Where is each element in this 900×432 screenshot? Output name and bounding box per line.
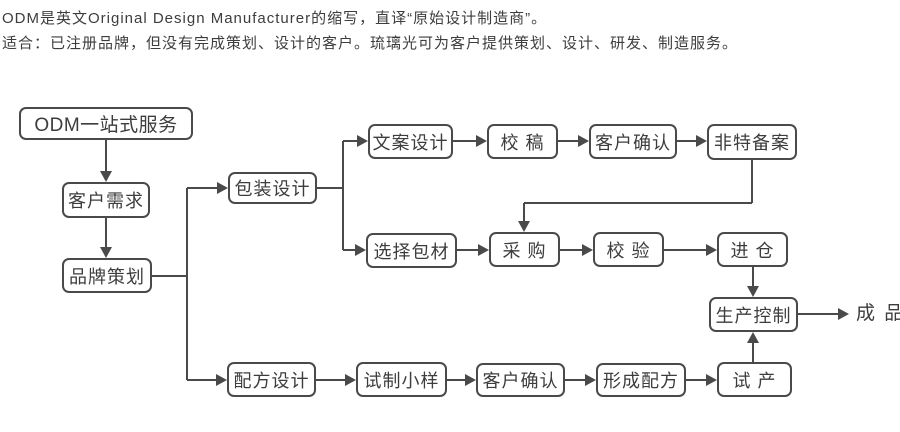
- connector-line: [751, 160, 753, 203]
- connector-line: [752, 267, 754, 286]
- connector-line: [316, 379, 345, 381]
- arrowhead-down-icon: [100, 247, 112, 258]
- connector-line: [317, 187, 343, 189]
- connector-line: [343, 140, 357, 142]
- connector-line: [342, 188, 344, 250]
- arrowhead-right-icon: [696, 135, 707, 147]
- flow-node-warehousing: 进 仓: [717, 232, 788, 267]
- flow-node-formula-design: 配方设计: [227, 362, 316, 397]
- connector-line: [187, 379, 216, 381]
- arrowhead-right-icon: [345, 374, 356, 386]
- connector-line: [565, 379, 585, 381]
- flow-node-client-confirm-top: 客户确认: [589, 124, 677, 159]
- arrowhead-down-icon: [100, 171, 112, 182]
- connector-line: [152, 275, 187, 277]
- connector-line: [105, 140, 107, 171]
- connector-line: [558, 140, 578, 142]
- arrowhead-right-icon: [706, 374, 717, 386]
- arrowhead-right-icon: [476, 135, 487, 147]
- flow-node-production-control: 生产控制: [709, 297, 798, 332]
- connector-line: [798, 313, 838, 315]
- intro-line-1: ODM是英文Original Design Manufacturer的缩写，直译…: [2, 10, 548, 27]
- arrowhead-right-icon: [217, 182, 228, 194]
- flow-node-verification: 校 验: [593, 232, 664, 267]
- arrowhead-right-icon: [706, 244, 717, 256]
- connector-line: [457, 249, 478, 251]
- flow-node-proofreading: 校 稿: [487, 124, 558, 159]
- arrowhead-right-icon: [585, 374, 596, 386]
- arrowhead-right-icon: [582, 244, 593, 256]
- flow-node-brand-planning: 品牌策划: [62, 258, 152, 293]
- connector-line: [560, 249, 582, 251]
- flow-node-form-formula: 形成配方: [596, 363, 686, 397]
- flow-node-package-design: 包装设计: [228, 172, 317, 204]
- arrowhead-right-icon: [478, 244, 489, 256]
- connector-line: [105, 218, 107, 247]
- arrowhead-right-icon: [578, 135, 589, 147]
- flow-end-label: 成 品: [856, 303, 900, 324]
- flow-node-customer-needs: 客户需求: [62, 182, 150, 218]
- connector-line: [187, 187, 217, 189]
- arrowhead-right-icon: [465, 374, 476, 386]
- arrowhead-right-icon: [838, 308, 849, 320]
- intro-text: ODM是英文Original Design Manufacturer的缩写，直译…: [2, 6, 738, 56]
- flow-node-trial-production: 试 产: [717, 362, 792, 397]
- connector-line: [186, 188, 188, 276]
- arrowhead-right-icon: [357, 135, 368, 147]
- arrowhead-up-icon: [747, 332, 759, 343]
- flow-node-feite-filing: 非特备案: [707, 124, 797, 160]
- connector-line: [686, 379, 706, 381]
- connector-line: [343, 249, 355, 251]
- flow-node-purchase: 采 购: [489, 232, 560, 267]
- flow-node-client-confirm-bottom: 客户确认: [476, 363, 565, 397]
- arrowhead-right-icon: [216, 374, 227, 386]
- flow-node-trial-sample: 试制小样: [356, 362, 447, 397]
- arrowhead-down-icon: [518, 221, 530, 232]
- connector-line: [342, 141, 344, 188]
- connector-line: [752, 343, 754, 362]
- connector-line: [677, 140, 696, 142]
- connector-line: [186, 276, 188, 380]
- flow-node-select-materials: 选择包材: [366, 233, 457, 268]
- connector-line: [664, 249, 706, 251]
- connector-line: [447, 379, 465, 381]
- connector-line: [524, 202, 752, 204]
- arrowhead-right-icon: [355, 244, 366, 256]
- flow-node-copy-design: 文案设计: [368, 124, 453, 159]
- intro-line-2: 适合：已注册品牌，但没有完成策划、设计的客户。琉璃光可为客户提供策划、设计、研发…: [2, 35, 739, 52]
- connector-line: [453, 140, 476, 142]
- arrowhead-down-icon: [747, 286, 759, 297]
- connector-line: [523, 203, 525, 221]
- flow-node-odm-service: ODM一站式服务: [19, 107, 193, 140]
